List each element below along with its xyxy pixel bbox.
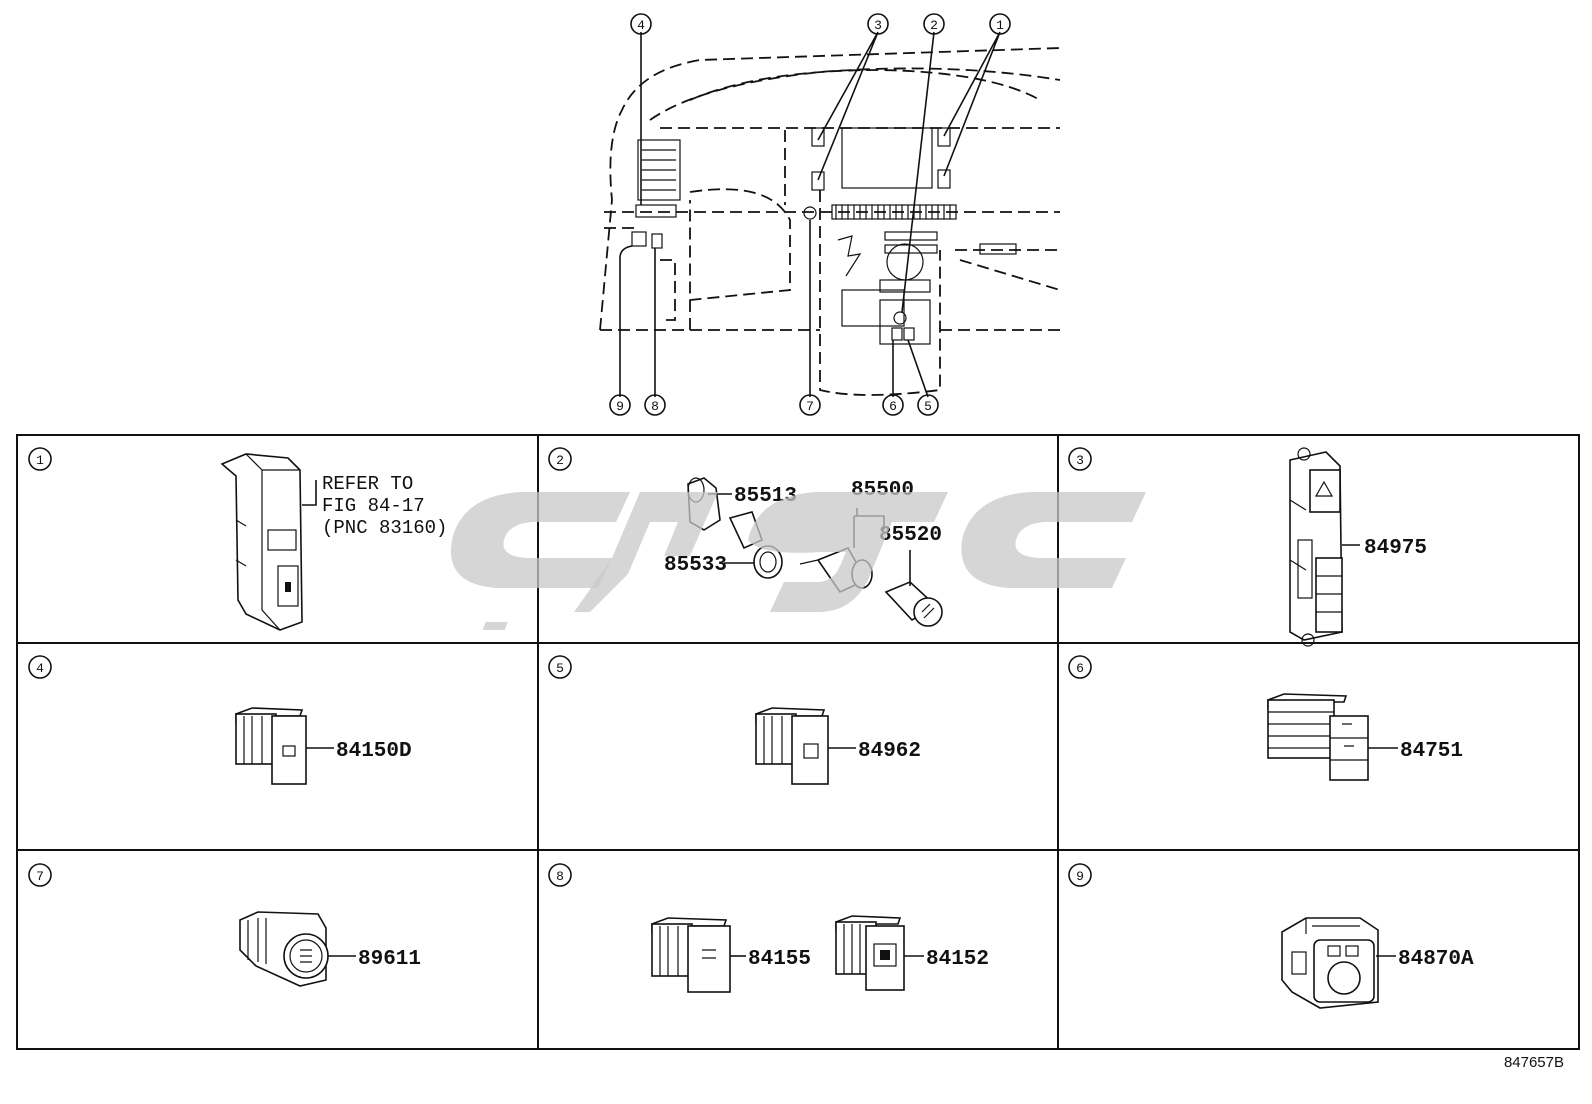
cell-8: 8 84155 84152 <box>548 863 989 993</box>
switch-84155 <box>651 917 731 993</box>
cell-6: 6 84751 <box>1068 655 1463 781</box>
callout-7: 7 <box>799 394 821 416</box>
part-number-84870A: 84870A <box>1398 948 1474 971</box>
cell-number-4: 4 <box>28 655 52 679</box>
parts-grid <box>16 434 1580 1050</box>
svg-text:8: 8 <box>556 869 564 884</box>
svg-text:6: 6 <box>1076 661 1084 676</box>
svg-text:3: 3 <box>1076 453 1084 468</box>
part-number-84152: 84152 <box>926 948 989 971</box>
dashboard-overview: 4 3 2 1 9 8 7 6 5 <box>599 13 1061 416</box>
watermark-logo <box>450 492 1146 630</box>
callout-2: 2 <box>923 13 945 35</box>
svg-text:5: 5 <box>556 661 564 676</box>
svg-text:3: 3 <box>874 18 882 33</box>
part-number-84962: 84962 <box>858 740 921 763</box>
switch-84150D <box>235 707 307 785</box>
callout-4: 4 <box>630 13 652 35</box>
refer-line-3: (PNC 83160) <box>322 517 447 539</box>
cell-number-8: 8 <box>548 863 572 887</box>
cell-number-5: 5 <box>548 655 572 679</box>
svg-text:8: 8 <box>651 399 659 414</box>
cell-7: 7 89611 <box>28 863 421 987</box>
callout-9: 9 <box>609 394 631 416</box>
callout-5: 5 <box>917 394 939 416</box>
part-number-85533: 85533 <box>664 554 727 577</box>
svg-text:4: 4 <box>637 18 645 33</box>
switch-84152 <box>835 915 905 991</box>
cell-number-7: 7 <box>28 863 52 887</box>
hazard-switch-panel-84975 <box>1289 447 1343 647</box>
switch-84751 <box>1267 693 1369 781</box>
cell-4: 4 84150D <box>28 655 412 785</box>
svg-text:7: 7 <box>36 869 44 884</box>
cell-number-3: 3 <box>1068 447 1092 471</box>
mirror-switch-84870A <box>1281 917 1379 1009</box>
part-number-84155: 84155 <box>748 948 811 971</box>
callout-6: 6 <box>882 394 904 416</box>
cell-number-6: 6 <box>1068 655 1092 679</box>
svg-text:2: 2 <box>930 18 938 33</box>
svg-text:4: 4 <box>36 661 44 676</box>
refer-line-2: FIG 84-17 <box>322 495 425 517</box>
refer-line-1: REFER TO <box>322 473 413 495</box>
svg-text:9: 9 <box>616 399 624 414</box>
drawing-code: 847657B <box>1503 1054 1564 1071</box>
part-number-84975: 84975 <box>1364 537 1427 560</box>
callout-8: 8 <box>644 394 666 416</box>
cell-3: 3 84975 <box>1068 447 1427 647</box>
svg-text:1: 1 <box>996 18 1004 33</box>
svg-text:6: 6 <box>889 399 897 414</box>
svg-text:5: 5 <box>924 399 932 414</box>
svg-text:9: 9 <box>1076 869 1084 884</box>
part-number-85520: 85520 <box>879 524 942 547</box>
svg-text:1: 1 <box>36 453 44 468</box>
seat-heater-switch-1 <box>220 453 303 631</box>
part-number-84150D: 84150D <box>336 740 412 763</box>
cell-number-2: 2 <box>548 447 572 471</box>
cell-5: 5 84962 <box>548 655 921 785</box>
cell-number-1: 1 <box>28 447 52 471</box>
cell-1: 1 REFER TO FIG 84-17 (PNC 83160) <box>28 447 447 631</box>
switch-89611 <box>239 911 329 987</box>
part-number-84751: 84751 <box>1400 740 1463 763</box>
svg-text:2: 2 <box>556 453 564 468</box>
cell-number-9: 9 <box>1068 863 1092 887</box>
part-number-89611: 89611 <box>358 948 421 971</box>
cell-9: 9 84870A <box>1068 863 1474 1009</box>
callout-3: 3 <box>867 13 889 35</box>
callout-1: 1 <box>989 13 1011 35</box>
switch-84962 <box>755 707 829 785</box>
svg-text:7: 7 <box>806 399 814 414</box>
socket-plug-85520 <box>884 581 943 627</box>
left-vent <box>637 139 681 201</box>
